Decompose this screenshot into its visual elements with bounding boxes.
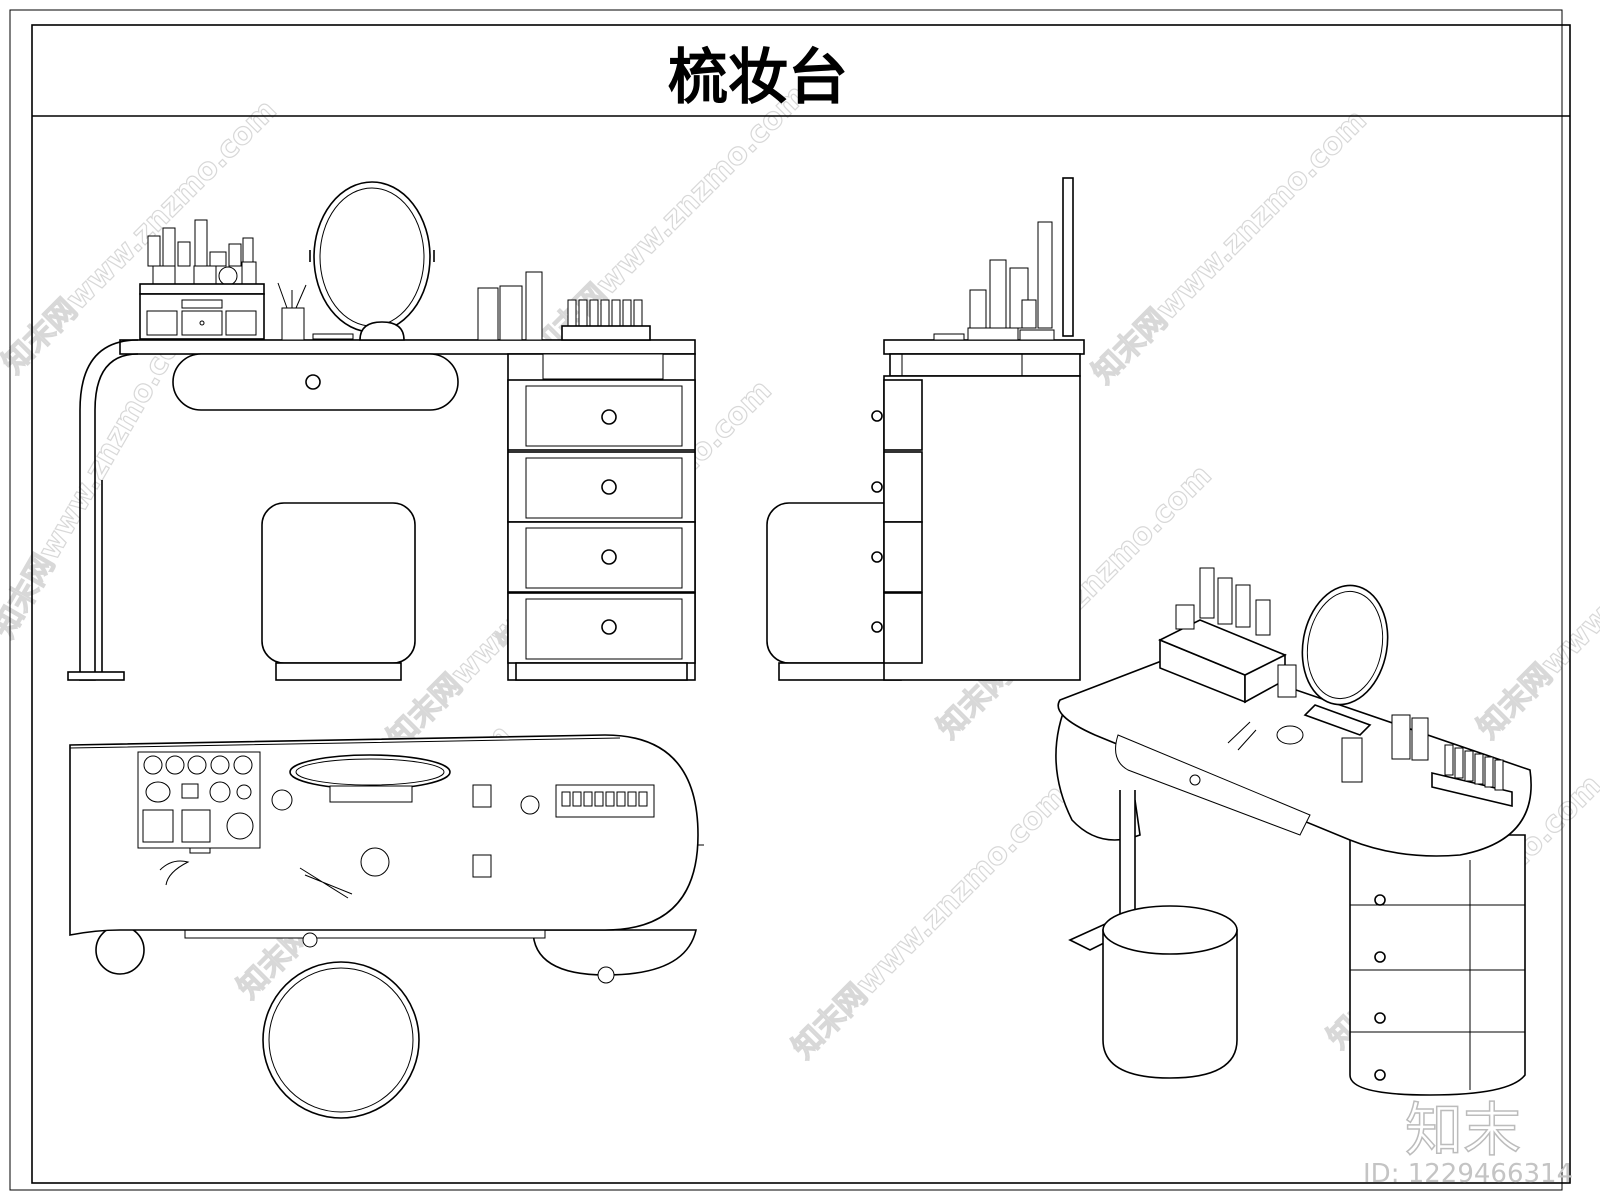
front-elevation-view: [67, 181, 696, 681]
cosmetic-tube: [477, 287, 499, 341]
stool: [261, 502, 416, 664]
logo-text: 知末: [1405, 1096, 1521, 1164]
cosmetic-tube: [499, 285, 523, 341]
plan-cabinet-round: [532, 929, 697, 976]
plan-jar: [520, 795, 540, 815]
iso-thin-leg: [1119, 790, 1136, 916]
plan-brush: [299, 867, 353, 899]
drawer-knob: [302, 932, 318, 948]
drawer-knob: [871, 621, 883, 633]
plan-compact: [472, 854, 492, 878]
drawer-knob: [601, 619, 617, 635]
cabinet-plinth: [515, 662, 688, 681]
drawer-knob: [597, 966, 615, 984]
drawer-knob: [1374, 894, 1386, 906]
watermark-text: 知末网www.znzmo.com: [1471, 458, 1600, 746]
iso-brush-cup: [1277, 664, 1297, 698]
leg-foot: [67, 671, 125, 681]
stool-base: [275, 662, 402, 681]
drawer-knob: [1189, 774, 1201, 786]
plan-organizer: [137, 751, 261, 854]
drawer-knob: [871, 551, 883, 563]
id-label: ID: 1229466314: [1363, 1159, 1573, 1189]
inner-border: [31, 24, 1571, 1184]
cosmetic-tube: [525, 271, 543, 341]
cabinet-drawer-1-front: [525, 385, 683, 447]
makeup-brush: [277, 282, 307, 309]
drawer-knob: [1374, 951, 1386, 963]
round-mirror: [309, 181, 435, 341]
plan-perfume: [271, 789, 293, 811]
watermark-text: 知末网www.znzmo.com: [786, 778, 1074, 1066]
watermark-text: 知末网www.znzmo.com: [1086, 103, 1374, 391]
drawing-frame: 梳妆台: [9, 9, 1571, 1191]
drawer-knob: [871, 481, 883, 493]
plan-mirror: [289, 754, 451, 803]
perspective-view: [1055, 567, 1532, 1096]
side-drawer-3: [883, 521, 923, 593]
iso-bottle: [1391, 714, 1411, 760]
drawer-knob: [601, 479, 617, 495]
cosmetic-organizer: [139, 219, 265, 340]
side-drawer-4: [883, 592, 923, 664]
drawer-knob: [1374, 1012, 1386, 1024]
plan-compact: [472, 784, 492, 808]
drawer-knob: [1374, 1069, 1386, 1081]
outer-border: [9, 9, 1563, 1191]
iso-bottle: [1341, 737, 1363, 783]
drawer-knob: [601, 409, 617, 425]
cabinet-drawer-4-front: [525, 598, 683, 660]
side-elevation-view: [766, 177, 1085, 681]
iso-stool: [1102, 905, 1238, 1079]
iso-cabinet: [1349, 834, 1526, 1096]
iso-brush: [1227, 721, 1257, 751]
plan-lipstick-rack: [555, 784, 655, 818]
sheet-title: 梳妆台: [668, 43, 848, 113]
side-stool-base: [778, 662, 902, 681]
iso-bottle: [1411, 717, 1429, 761]
plan-drawer-edge: [184, 929, 546, 939]
side-apron: [889, 353, 1081, 377]
drawer-knob: [305, 374, 321, 390]
lipstick-rack: [561, 299, 651, 341]
side-drawer-1: [883, 379, 923, 451]
plan-necklace: [159, 860, 190, 886]
plan-desk-edge: [69, 737, 704, 846]
cabinet-top-rail: [542, 353, 664, 380]
side-drawer-2: [883, 451, 923, 523]
watermark-logo: 知末 ID: 1229466314: [1363, 1095, 1573, 1189]
iso-drawer: [1115, 734, 1311, 836]
cabinet-drawer-3-front: [525, 527, 683, 589]
side-desk-top: [883, 339, 1085, 355]
iso-lipstick-rack: [1431, 744, 1513, 808]
cabinet-drawer-2-front: [525, 457, 683, 519]
iso-powder: [1276, 725, 1304, 745]
plan-stool-inner: [268, 967, 414, 1113]
iso-mirror: [1301, 584, 1389, 736]
plan-powder-puff: [360, 847, 390, 877]
desk-top: [119, 339, 696, 355]
plan-leg-circle: [95, 925, 145, 975]
top-plan-view: [69, 734, 704, 1119]
side-mirror-edge: [1062, 177, 1074, 337]
drawer-knob: [871, 410, 883, 422]
drawer-knob: [601, 549, 617, 565]
plan-stool-circle: [262, 961, 420, 1119]
brush-cup: [281, 307, 305, 341]
side-cosmetics: [933, 221, 1055, 341]
iso-desk-top: [1057, 651, 1532, 857]
